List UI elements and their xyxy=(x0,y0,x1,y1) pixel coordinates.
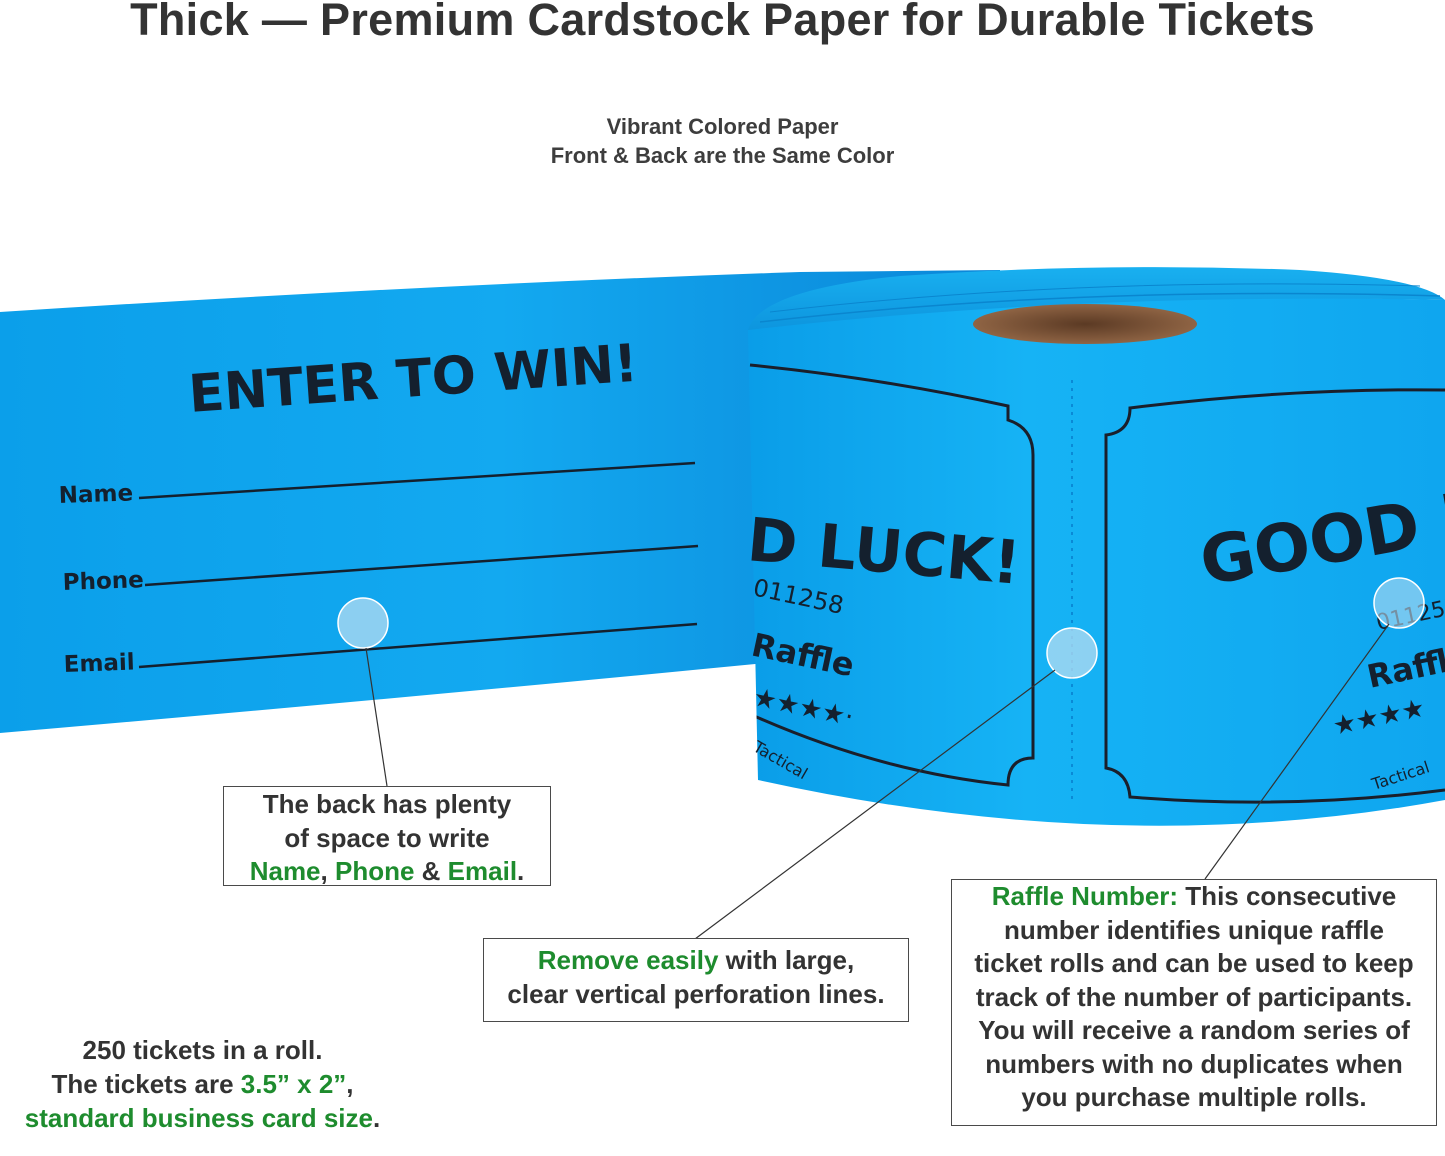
pointer-circle-raffle xyxy=(1373,577,1425,629)
name-field-label: Name xyxy=(58,480,133,509)
callout-perforation-line-2: clear vertical perforation lines. xyxy=(507,978,885,1009)
roll-top xyxy=(748,267,1445,330)
standard-size-note: standard business card size xyxy=(24,1103,373,1133)
callout-raffle-line-5: You will receive a random series of xyxy=(978,1015,1410,1045)
roll-body xyxy=(748,298,1445,826)
pointer-circle-perforation xyxy=(1046,627,1098,679)
callout-back-name: Name xyxy=(249,856,321,886)
callout-raffle-line-2: number identifies unique raffle xyxy=(1004,914,1384,945)
callout-back-email: Email xyxy=(447,856,518,886)
callout-raffle-line-7: you purchase multiple rolls. xyxy=(1021,1082,1367,1112)
callout-back-writing-space: The back has plenty of space to write Na… xyxy=(223,786,551,886)
phone-field-label: Phone xyxy=(62,567,144,596)
callout-back-line-2: of space to write xyxy=(284,822,490,853)
callout-raffle-number: Raffle Number: This consecutive number i… xyxy=(951,879,1437,1126)
ticket-size: 3.5” x 2” xyxy=(240,1069,347,1099)
roll-core xyxy=(973,304,1197,344)
callout-raffle-line-1: Raffle Number: This consecutive xyxy=(991,881,1397,911)
subtitle-line-1: Vibrant Colored Paper xyxy=(606,114,839,139)
page-title: Thick — Premium Cardstock Paper for Dura… xyxy=(130,0,1315,45)
callout-raffle-line-6: numbers with no duplicates when xyxy=(985,1048,1403,1079)
bottom-note-line-1: 250 tickets in a roll. xyxy=(82,1035,323,1065)
bottom-note-line-3: standard business card size. xyxy=(24,1103,381,1133)
callout-raffle-line-4: track of the number of participants. xyxy=(975,981,1413,1012)
callout-raffle-highlight: Raffle Number: xyxy=(991,881,1179,911)
callout-perforation-line-1: Remove easily with large, xyxy=(537,945,855,975)
callout-perforation-highlight: Remove easily xyxy=(537,945,719,975)
bottom-note-line-2: The tickets are 3.5” x 2”, xyxy=(51,1069,354,1099)
callout-back-line-3: Name, Phone & Email. xyxy=(249,856,525,886)
bottom-note: 250 tickets in a roll. The tickets are 3… xyxy=(0,1033,405,1135)
email-field-label: Email xyxy=(63,650,135,678)
subtitle-line-2: Front & Back are the Same Color xyxy=(550,143,895,168)
callout-back-phone: Phone xyxy=(334,856,415,886)
callout-raffle-line-3: ticket rolls and can be used to keep xyxy=(974,948,1414,978)
callout-back-line-1: The back has plenty xyxy=(262,789,512,819)
callout-perforation: Remove easily with large, clear vertical… xyxy=(483,938,909,1022)
pointer-circle-back xyxy=(337,597,389,649)
